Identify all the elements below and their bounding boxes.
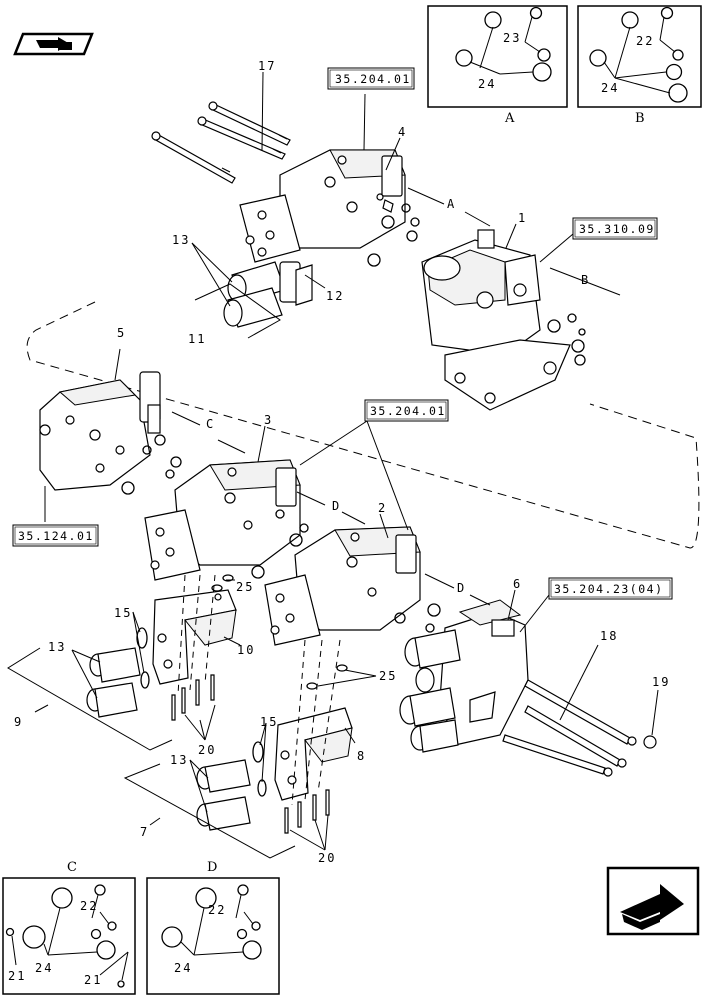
- ref-label-35-204-23-04: 35.204.23(04): [554, 582, 664, 596]
- callout-17: 17: [258, 59, 276, 73]
- detail-b-callout-24: 24: [601, 81, 619, 95]
- ref-box-35-204-01-mid[interactable]: 35.204.01: [364, 399, 449, 422]
- callout-15-bottom: 15: [260, 715, 278, 729]
- o-rings: [121, 203, 586, 633]
- callout-line-d-right: D: [457, 581, 466, 595]
- plate-8: [196, 664, 353, 834]
- callout-3: 3: [264, 413, 273, 427]
- assembly-lines: [177, 574, 341, 806]
- detail-c-caption: C: [67, 860, 77, 875]
- valve-section-4: [239, 149, 406, 263]
- detail-a-callout-23: 23: [503, 31, 521, 45]
- detail-c-callout-24: 24: [35, 961, 53, 975]
- callout-25-top: 25: [236, 580, 254, 594]
- ref-box-35-124-01[interactable]: 35.124.01: [12, 524, 99, 547]
- next-page-icon[interactable]: [606, 866, 700, 936]
- detail-box-d: D 22 24: [146, 860, 280, 995]
- callout-13-mid: 13: [48, 640, 66, 654]
- ref-label-35-310-09: 35.310.09: [579, 222, 655, 236]
- callout-8: 8: [357, 749, 366, 763]
- leader-lines: [7, 71, 659, 859]
- previous-page-icon[interactable]: [13, 32, 94, 56]
- callout-5: 5: [117, 326, 126, 340]
- main-valve-1: [421, 229, 571, 411]
- tie-rods-17: [151, 101, 291, 184]
- callout-18: 18: [600, 629, 618, 643]
- detail-c-callout-21-left: 21: [8, 969, 26, 983]
- callout-1: 1: [518, 211, 527, 225]
- phantom-outline: [26, 301, 700, 549]
- detail-box-a: 23 24 A: [427, 5, 568, 126]
- callout-line-a: A: [447, 197, 456, 211]
- callout-12: 12: [326, 289, 344, 303]
- ref-box-35-310-09[interactable]: 35.310.09: [572, 217, 658, 240]
- valve-section-5: [39, 371, 161, 491]
- detail-c-callout-21-right: 21: [84, 973, 102, 987]
- callout-10: 10: [237, 643, 255, 657]
- detail-box-c: C 22 24 21 21: [2, 860, 136, 995]
- detail-a-caption: A: [504, 111, 515, 126]
- rods-18: [502, 679, 657, 777]
- valve-section-2: [264, 526, 421, 646]
- callout-line-b: B: [581, 273, 590, 287]
- callout-20-mid: 20: [198, 743, 216, 757]
- ref-box-35-204-01-top[interactable]: 35.204.01: [327, 67, 415, 90]
- plate-10: [86, 574, 237, 721]
- callout-15-top: 15: [114, 606, 132, 620]
- ref-label-35-204-01-top: 35.204.01: [335, 72, 411, 86]
- callout-4: 4: [398, 125, 407, 139]
- callout-13-bottom: 13: [170, 753, 188, 767]
- callouts: 17 4 A 1 B 13 11 12 5 C 3 D 2 D 6 18 19 …: [14, 59, 670, 865]
- callout-19: 19: [652, 675, 670, 689]
- detail-a-callout-24: 24: [478, 77, 496, 91]
- callout-2: 2: [378, 501, 387, 515]
- couplers-11: [223, 261, 313, 328]
- callout-line-d-mid: D: [332, 499, 341, 513]
- detail-c-callout-22: 22: [80, 899, 98, 913]
- callout-20-bottom: 20: [318, 851, 336, 865]
- detail-d-callout-24: 24: [174, 961, 192, 975]
- manifold-6: [399, 599, 529, 753]
- detail-d-callout-22: 22: [208, 903, 226, 917]
- detail-box-b: 22 24 B: [577, 5, 702, 126]
- detail-d-caption: D: [207, 860, 217, 875]
- detail-b-caption: B: [635, 111, 645, 126]
- detail-b-callout-22: 22: [636, 34, 654, 48]
- ref-label-35-204-01-mid: 35.204.01: [370, 404, 446, 418]
- callout-9: 9: [14, 715, 23, 729]
- callout-line-c: C: [206, 417, 215, 431]
- callout-6: 6: [513, 577, 522, 591]
- ref-label-35-124-01: 35.124.01: [18, 529, 94, 543]
- ref-box-35-204-23-04[interactable]: 35.204.23(04): [548, 577, 673, 600]
- callout-11: 11: [188, 332, 206, 346]
- callout-25-bottom: 25: [379, 669, 397, 683]
- callout-13-top: 13: [172, 233, 190, 247]
- callout-7: 7: [140, 825, 149, 839]
